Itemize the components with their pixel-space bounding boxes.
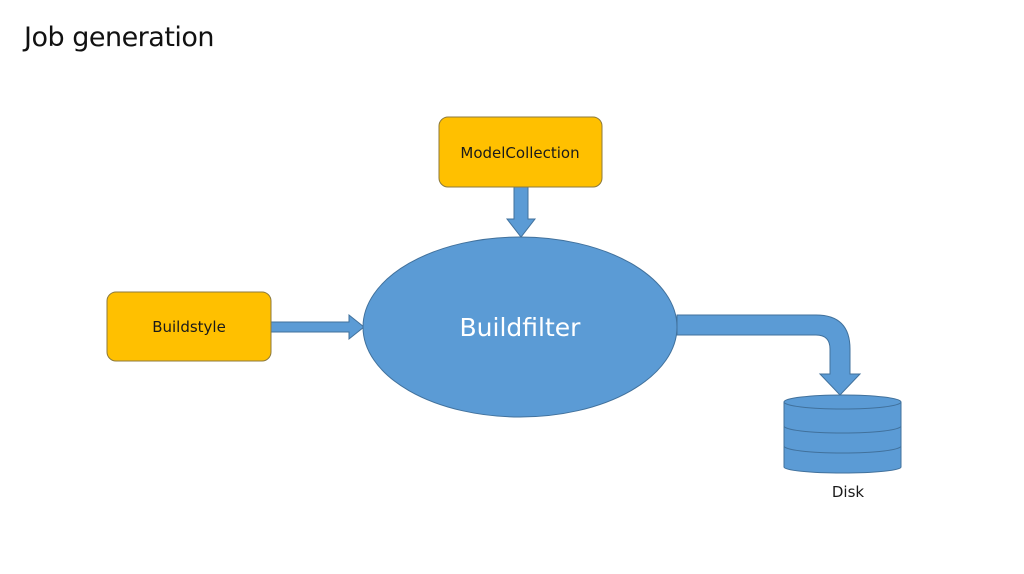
node-buildstyle[interactable]: Buildstyle	[106, 291, 272, 362]
arrow-buildfilter-to-disk	[676, 314, 862, 396]
node-modelcollection[interactable]: ModelCollection	[438, 116, 603, 188]
arrow-buildstyle-to-buildfilter	[270, 313, 365, 341]
buildfilter-label: Buildfilter	[460, 313, 582, 342]
modelcollection-label: ModelCollection	[460, 144, 579, 162]
buildstyle-label: Buildstyle	[152, 318, 226, 336]
node-disk[interactable]: Disk	[783, 394, 902, 501]
slide-title: Job generation	[24, 22, 215, 53]
node-buildfilter[interactable]: Buildfilter	[362, 236, 678, 418]
disk-icon	[783, 394, 902, 474]
disk-label: Disk	[832, 483, 865, 501]
arrow-modelcollection-to-buildfilter	[505, 186, 537, 238]
